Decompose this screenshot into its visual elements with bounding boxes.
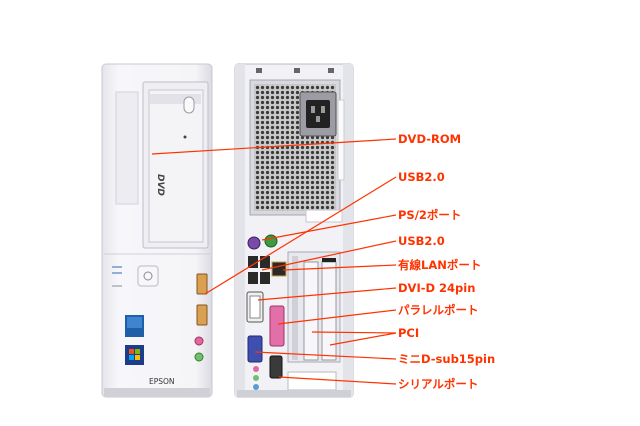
leader-usb-rear [261,240,397,271]
leader-pci-2 [329,332,397,346]
leader-ps2 [261,214,397,241]
pci-slot-cover [321,261,337,361]
callout-pci: PCI [398,326,420,340]
callout-dvd-rom: DVD-ROM [398,132,462,146]
ps2-mouse-port [264,234,278,248]
dvd-logo: DVD [155,174,165,196]
rear-case [234,63,354,398]
callout-usb-rear: USB2.0 [398,234,445,248]
power-button[interactable] [137,265,159,287]
callout-parallel: パラレルポート [398,303,479,317]
lan-port [271,261,287,277]
callout-lines [151,138,397,385]
rear-usb-port [248,272,258,284]
rear-usb-port [248,256,258,268]
ps2-keyboard-port [247,236,261,250]
leader-usb-front [204,176,397,295]
headphone-jack [194,352,204,362]
leader-parallel [277,309,397,325]
callout-dvi: DVI-D 24pin [398,281,476,295]
windows-sticker [125,345,144,365]
callout-ps2: PS/2ポート [398,208,462,222]
leader-dvi [257,287,397,301]
leader-dvd-rom [151,138,397,155]
serial-port [269,355,283,379]
front-usb-port [196,273,208,295]
rear-usb-port [260,256,270,268]
leader-vga [254,351,397,360]
callout-lan: 有線LANポート [398,258,482,272]
mic-jack [194,336,204,346]
pci-slot-cover [303,261,319,361]
leader-serial [278,376,397,385]
callout-usb-front: USB2.0 [398,170,445,184]
parallel-port [269,305,285,347]
vga-port [247,335,263,363]
front-usb-port [196,304,208,326]
callout-vga: ミニD-sub15pin [398,352,496,366]
rear-usb-port [260,272,270,284]
leader-lan [282,264,397,271]
front-case: DVD EPSON [101,63,213,398]
brand-logo: EPSON [149,377,175,386]
callout-serial: シリアルポート [398,377,479,391]
leader-pci-1 [311,331,397,334]
